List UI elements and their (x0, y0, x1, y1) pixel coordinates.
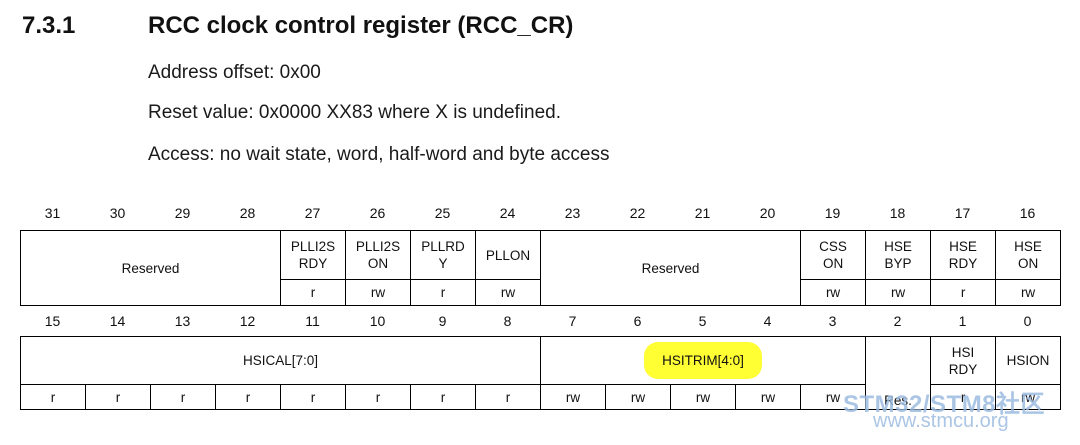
field-hsical: HSICAL[7:0] (19, 336, 542, 385)
field-pllrdy: PLLRD Y (410, 230, 477, 280)
bit-number: 21 (694, 205, 711, 221)
field-label: PLLI2S RDY (290, 239, 336, 271)
bit-number: 6 (633, 313, 642, 329)
bit-number: 15 (44, 313, 61, 329)
address-offset: Address offset: 0x00 (148, 62, 321, 83)
access-cell: r (280, 279, 347, 306)
section-number: 7.3.1 (22, 12, 76, 39)
access-cell: r (20, 384, 86, 410)
field-hsion: HSION (995, 336, 1062, 385)
bit-number: 11 (305, 313, 320, 329)
field-pllon: PLLON (475, 230, 542, 280)
field-label: HSI RDY (948, 344, 978, 377)
field-plli2son: PLLI2S ON (345, 230, 412, 280)
access-cell: r (345, 384, 411, 410)
bit-number: 20 (759, 205, 776, 221)
access-cell: rw (995, 384, 1062, 410)
field-reserved-middle: Reserved (540, 230, 802, 306)
bit-number: 3 (828, 313, 837, 329)
upper-bit-numbers: 31 30 29 28 27 26 25 24 23 22 21 20 19 1… (20, 205, 1060, 221)
access-cell: rw (800, 279, 867, 306)
access-cell: rw (995, 279, 1062, 306)
access-cell: rw (865, 279, 932, 306)
field-hsitrim: HSITRIM[4:0] (540, 336, 867, 385)
bit-number: 31 (44, 205, 61, 221)
access-cell: r (215, 384, 281, 410)
bit-number: 0 (1023, 313, 1032, 329)
bit-number: 19 (824, 205, 841, 221)
bit-number: 13 (174, 313, 191, 329)
bit-number: 7 (568, 313, 577, 329)
field-plli2srdy: PLLI2S RDY (280, 230, 347, 280)
access-cell: r (410, 384, 476, 410)
bit-number: 29 (174, 205, 191, 221)
access-cell: r (474, 384, 542, 410)
reset-value: Reset value: 0x0000 XX83 where X is unde… (148, 102, 561, 123)
access-cell: rw (345, 279, 412, 306)
bit-number: 1 (958, 313, 967, 329)
register-lower-half: HSICAL[7:0] HSITRIM[4:0] Res. HSI RDY HS… (19, 336, 1062, 410)
field-hsebyp: HSE BYP (865, 230, 932, 280)
bit-number: 28 (239, 205, 256, 221)
bit-number: 17 (954, 205, 971, 221)
bit-number: 8 (503, 313, 512, 329)
watermark-logo: STM32/STM8社区 (843, 391, 1046, 418)
access-info: Access: no wait state, word, half-word a… (148, 144, 610, 165)
hsitrim-highlight: HSITRIM[4:0] (644, 342, 762, 379)
bit-number: 26 (369, 205, 386, 221)
bit-number: 22 (629, 205, 646, 221)
access-cell: rw (605, 384, 672, 410)
watermark-url: www.stmcu.org (873, 410, 1009, 432)
field-label: HSE RDY (948, 239, 978, 271)
access-cell: rw (735, 384, 802, 410)
access-cell: rw (475, 279, 542, 306)
bit-number: 27 (304, 205, 321, 221)
access-cell: rw (670, 384, 737, 410)
section-title: RCC clock control register (RCC_CR) (148, 12, 574, 39)
access-cell: rw (540, 384, 607, 410)
field-hserdy: HSE RDY (930, 230, 997, 280)
bit-number: 5 (698, 313, 707, 329)
access-cell: r (930, 279, 997, 306)
access-cell: r (930, 384, 997, 410)
bit-number: 10 (369, 313, 386, 329)
access-cell: r (410, 279, 477, 306)
field-reserved-bit2: Res. (865, 336, 932, 410)
field-label: PLLRD Y (421, 239, 465, 271)
bit-number: 9 (438, 313, 447, 329)
field-hseon: HSE ON (995, 230, 1062, 280)
field-reserved-upper: Reserved (19, 230, 282, 306)
bit-number: 30 (109, 205, 126, 221)
field-label: HSE ON (1014, 239, 1042, 271)
bit-number: 24 (499, 205, 516, 221)
bit-number: 2 (893, 313, 902, 329)
access-cell: r (85, 384, 151, 410)
bit-number: 18 (889, 205, 906, 221)
field-label: HSE BYP (884, 239, 912, 271)
field-label: CSS ON (819, 239, 847, 271)
bit-number: 25 (434, 205, 451, 221)
field-csson: CSS ON (800, 230, 867, 280)
register-upper-half: Reserved PLLI2S RDY PLLI2S ON PLLRD Y PL… (19, 230, 1062, 306)
lower-bit-numbers: 15 14 13 12 11 10 9 8 7 6 5 4 3 2 1 0 (20, 313, 1060, 329)
bit-number: 14 (109, 313, 126, 329)
field-label: PLLI2S ON (355, 239, 401, 271)
bit-number: 4 (763, 313, 772, 329)
bit-number: 12 (239, 313, 256, 329)
bit-number: 23 (564, 205, 581, 221)
access-cell: r (280, 384, 346, 410)
access-cell: rw (800, 384, 867, 410)
access-cell: r (150, 384, 216, 410)
field-hsirdy: HSI RDY (930, 336, 997, 385)
bit-number: 16 (1019, 205, 1036, 221)
